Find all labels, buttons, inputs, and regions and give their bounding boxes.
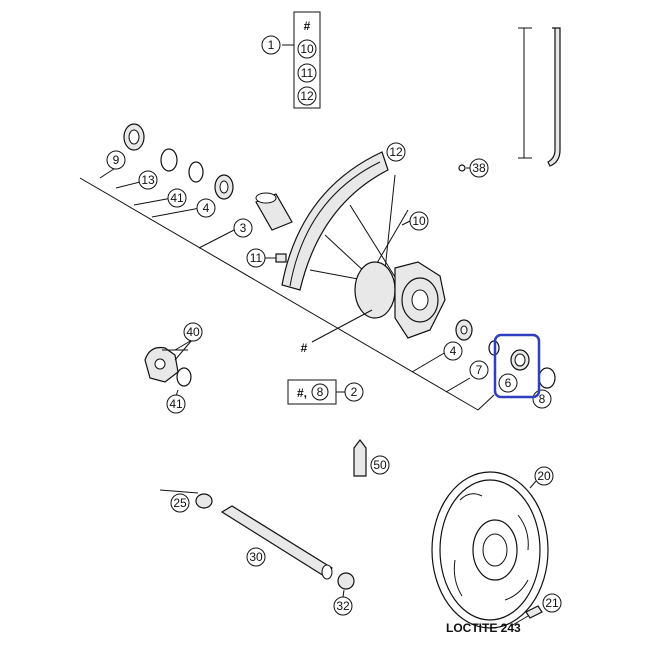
variant-legend: # 1 10 11 12	[261, 11, 321, 109]
legend-item-12: 12	[300, 89, 314, 103]
callout-1-bubble	[261, 35, 281, 55]
spoke-icon	[547, 27, 561, 167]
distance-tube-group: 3	[233, 192, 293, 238]
callout-38: 38	[472, 161, 486, 175]
callout-8-right: 8	[539, 392, 546, 406]
callout-12: 12	[389, 145, 403, 159]
callout-11: 11	[250, 251, 263, 265]
callout-10: 10	[412, 214, 426, 228]
circlip-icon	[188, 161, 204, 183]
callout-2: 2	[351, 385, 358, 399]
callout-25: 25	[173, 496, 187, 510]
callout-40: 40	[186, 325, 200, 339]
callout-4-top: 4	[203, 201, 210, 215]
callout-6: 6	[505, 376, 512, 390]
hub-icon	[354, 261, 446, 339]
legend-item-11: 11	[301, 66, 314, 80]
right-stack: 4 7 6 8	[443, 319, 556, 409]
callout-9: 9	[113, 153, 120, 167]
wheel-assembly: 12 10 #	[281, 142, 446, 355]
legend-hash: #	[304, 19, 311, 33]
callout-21: 21	[545, 596, 559, 610]
callout-30: 30	[249, 550, 263, 564]
loctite-tube-icon	[353, 439, 367, 477]
callout-32: 32	[336, 599, 350, 613]
callout-41-top: 41	[170, 191, 184, 205]
item-11-group: 11	[246, 248, 287, 268]
highlight-frame	[493, 333, 541, 399]
callout-4-right: 4	[450, 344, 457, 358]
axle-group: 25 30 32	[159, 489, 355, 616]
hash-label-kit: #,	[297, 386, 307, 400]
callout-38-group: 38	[458, 158, 489, 178]
callout-41-bottom: 41	[169, 397, 183, 411]
screw-icon	[275, 253, 287, 263]
spacer-right-icon	[538, 367, 556, 389]
legend-frame	[293, 11, 321, 109]
callout-20: 20	[537, 469, 551, 483]
loctite-tube-group: 50	[353, 439, 390, 477]
brake-disc-icon	[431, 471, 549, 629]
callout-7: 7	[476, 363, 483, 377]
loctite-label: LOCTITE 243	[446, 621, 521, 635]
kit-label-group: #, 8 2	[287, 379, 364, 405]
disc-bolt-icon	[525, 605, 543, 619]
legend-item-10: 10	[300, 42, 314, 56]
spacer-25-icon	[195, 493, 213, 509]
left-stack: 9 13 41 4	[106, 123, 234, 218]
rim-icon	[281, 151, 389, 291]
hash-label-wheel: #	[301, 341, 308, 355]
speedo-group: 40 41	[144, 322, 203, 414]
axle-icon	[220, 505, 333, 577]
spacer-ring-icon	[160, 148, 178, 172]
nipple-icon	[458, 164, 466, 172]
callout-8-kit: 8	[317, 385, 324, 399]
spoke-line	[349, 204, 401, 286]
callout-1: 1	[268, 38, 275, 52]
spacer-32-icon	[337, 572, 355, 590]
speedo-ring-icon	[176, 367, 192, 387]
callout-3: 3	[240, 221, 247, 235]
brake-disc-group: 20 21 LOCTITE 243	[431, 466, 562, 635]
callout-50: 50	[373, 458, 387, 472]
spoke-dimension	[518, 27, 561, 167]
callout-13: 13	[141, 173, 155, 187]
